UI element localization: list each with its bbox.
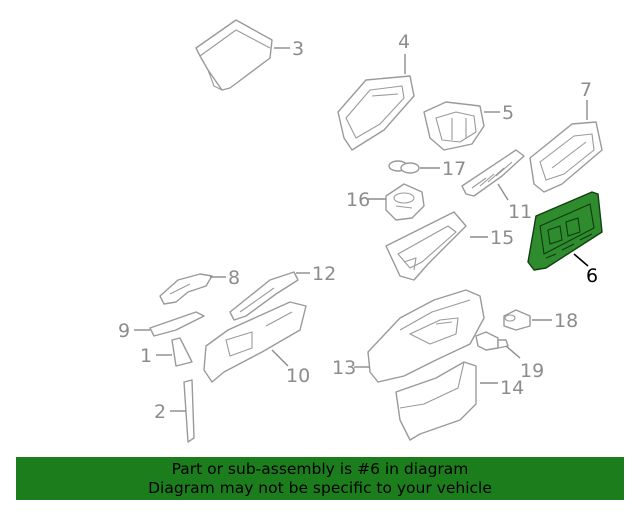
part-7-console-trim[interactable] [529,121,603,193]
callout-13[interactable]: 13 [332,357,356,379]
part-6-control-panel[interactable] [527,191,603,271]
callout-8[interactable]: 8 [228,267,240,289]
part-3-armrest-lid[interactable] [195,19,273,91]
leader-19 [505,345,521,359]
part-17-clips[interactable] [388,160,420,174]
part-19-fastener[interactable] [475,331,509,351]
callout-1[interactable]: 1 [140,345,152,367]
callout-18[interactable]: 18 [554,310,578,332]
part-1-small-trim[interactable] [171,337,193,367]
callout-3[interactable]: 3 [292,38,304,60]
leader-11 [497,183,509,201]
part-13-console-housing[interactable] [367,289,485,383]
callout-5[interactable]: 5 [502,102,514,124]
part-5-cup-holder-insert[interactable] [423,101,485,151]
part-2-vertical-trim[interactable] [183,379,195,443]
leader-6 [573,253,589,267]
part-14-side-cover[interactable] [395,361,477,441]
part-9-trim-strip[interactable] [149,311,205,337]
leader-10 [271,349,289,367]
part-4-storage-tray[interactable] [337,75,415,151]
callout-16[interactable]: 16 [346,189,370,211]
parts-diagram: 3 4 5 7 17 11 16 [118,19,603,443]
callout-4[interactable]: 4 [398,31,410,53]
part-15-console-top-panel[interactable] [385,211,467,281]
callout-15[interactable]: 15 [490,227,514,249]
callout-14[interactable]: 14 [500,377,524,399]
callout-19[interactable]: 19 [520,360,544,382]
callout-12[interactable]: 12 [312,263,336,285]
callout-10[interactable]: 10 [286,365,310,387]
disclaimer-banner: Part or sub-assembly is #6 in diagram Di… [16,457,624,500]
callout-6[interactable]: 6 [586,265,598,287]
banner-line-1: Part or sub-assembly is #6 in diagram [171,460,469,478]
callout-9[interactable]: 9 [118,320,130,342]
part-18-plug[interactable] [503,309,531,331]
callout-7[interactable]: 7 [580,79,592,101]
part-8-trim-piece[interactable] [159,273,213,305]
callout-17[interactable]: 17 [442,158,466,180]
banner-line-2: Diagram may not be specific to your vehi… [148,479,492,497]
part-16-shifter-boot[interactable] [385,183,425,221]
part-11-bracket[interactable] [461,149,525,197]
part-12-trim-strip[interactable] [229,271,299,321]
callout-11[interactable]: 11 [508,201,532,223]
part-10-side-panel[interactable] [203,301,307,383]
callout-2[interactable]: 2 [154,401,166,423]
